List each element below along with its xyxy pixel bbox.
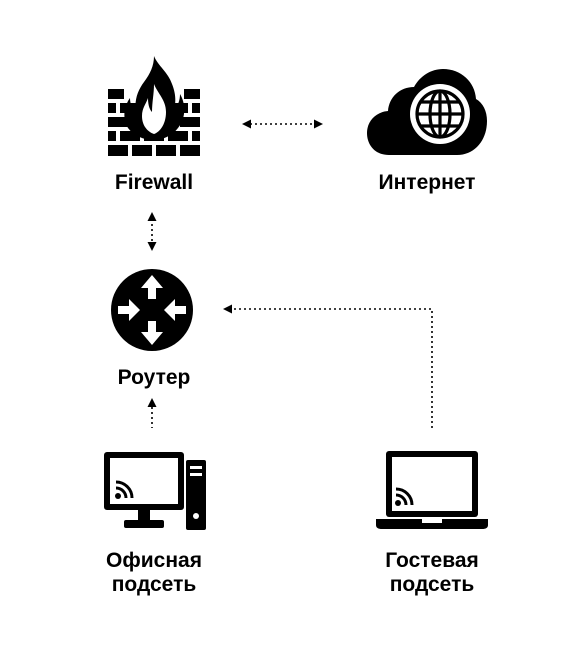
office-label-line1: Офисная — [106, 549, 202, 572]
guest-label-line2: подсеть — [389, 573, 475, 596]
guest-label-line1: Гостевая — [385, 549, 479, 572]
firewall-label: Firewall — [114, 171, 194, 194]
arrowhead-left — [242, 119, 251, 129]
arrowhead-right — [314, 119, 323, 129]
router-label: Роутер — [117, 366, 191, 389]
arrowhead-up — [147, 398, 157, 407]
cloud-globe-icon — [367, 69, 487, 155]
internet-label: Интернет — [378, 171, 476, 194]
arrowhead-up — [147, 212, 157, 221]
desktop-computer-icon — [104, 452, 206, 530]
edge-guest-router — [232, 308, 433, 428]
arrowhead-down — [147, 242, 157, 251]
firewall-icon — [108, 56, 200, 156]
laptop-icon — [376, 451, 488, 529]
arrowhead-left — [223, 304, 232, 314]
office-label-line2: подсеть — [111, 573, 197, 596]
router-icon — [111, 269, 193, 351]
